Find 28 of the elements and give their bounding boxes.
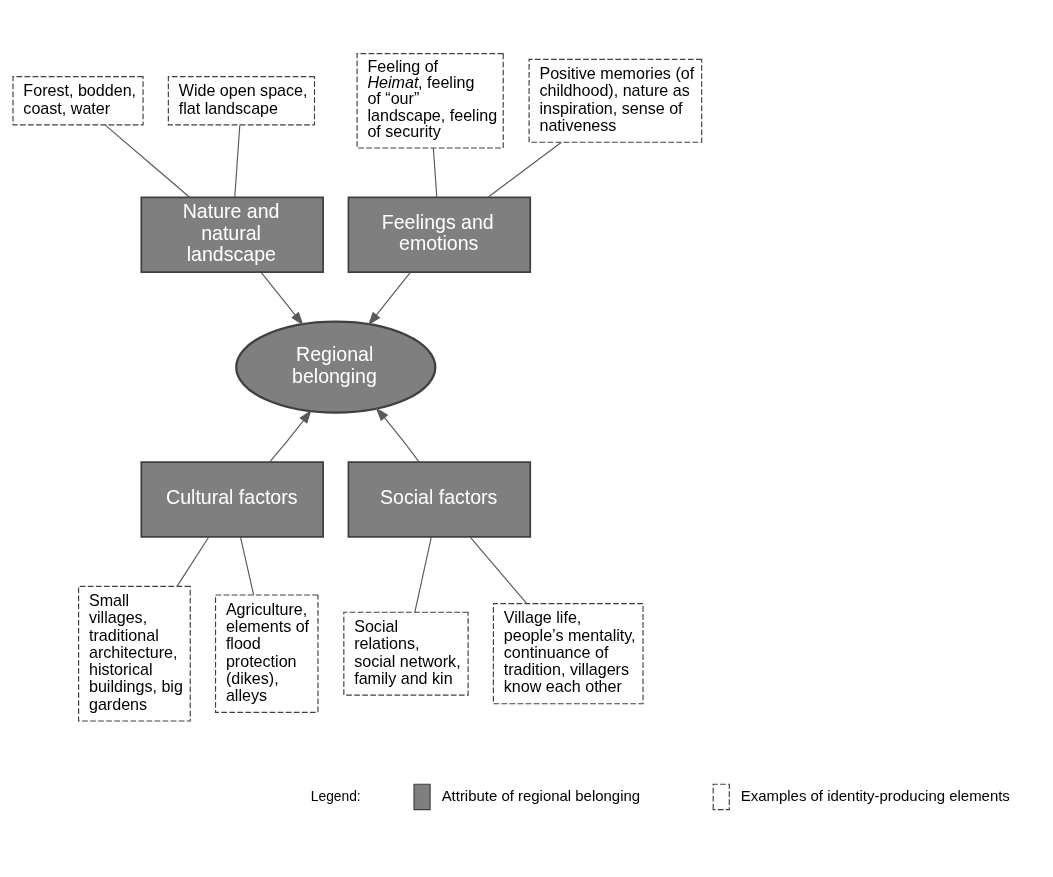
arrow — [375, 407, 420, 463]
arrow — [269, 409, 312, 463]
legend-label: Examples of identity-producing elements — [740, 786, 1010, 804]
connector — [234, 124, 241, 198]
node-box: Nature and natural landscape — [140, 196, 324, 274]
connector — [487, 141, 562, 198]
node-box: Social factors — [347, 461, 532, 538]
node-ellipse: Regional belonging — [235, 320, 437, 414]
node-box: Village life, people’s mentality, continuance of tradition, villagers know each other — [492, 603, 644, 705]
connector — [104, 124, 191, 198]
connector — [432, 147, 438, 198]
connector — [239, 536, 255, 596]
connector — [414, 536, 432, 613]
node-box: Agriculture, elements of flood protection (dikes), alleys — [214, 594, 319, 713]
node-box: Social relations, social network, family and kin — [343, 611, 469, 696]
node-box: Wide open space, flat landscape — [167, 76, 316, 126]
arrow — [368, 271, 411, 326]
label: Legend: — [310, 788, 361, 804]
node-box: Forest, bodden, coast, water — [12, 76, 144, 126]
arrow — [260, 271, 304, 326]
node-box: Cultural factors — [140, 461, 324, 538]
connector — [176, 536, 210, 587]
legend-label: Attribute of regional belonging — [441, 786, 641, 804]
node-box: Positive memories (of childhood), nature as inspiration, sense of nativeness — [528, 58, 703, 143]
node-box: Feelings and emotions — [347, 196, 532, 274]
node-box: Feeling of Heimat, feeling of “our” landscape, feeling of security — [356, 53, 504, 149]
connector — [469, 536, 527, 604]
node-box: Small villages, traditional architecture, historical buildings, big gardens — [78, 585, 191, 722]
